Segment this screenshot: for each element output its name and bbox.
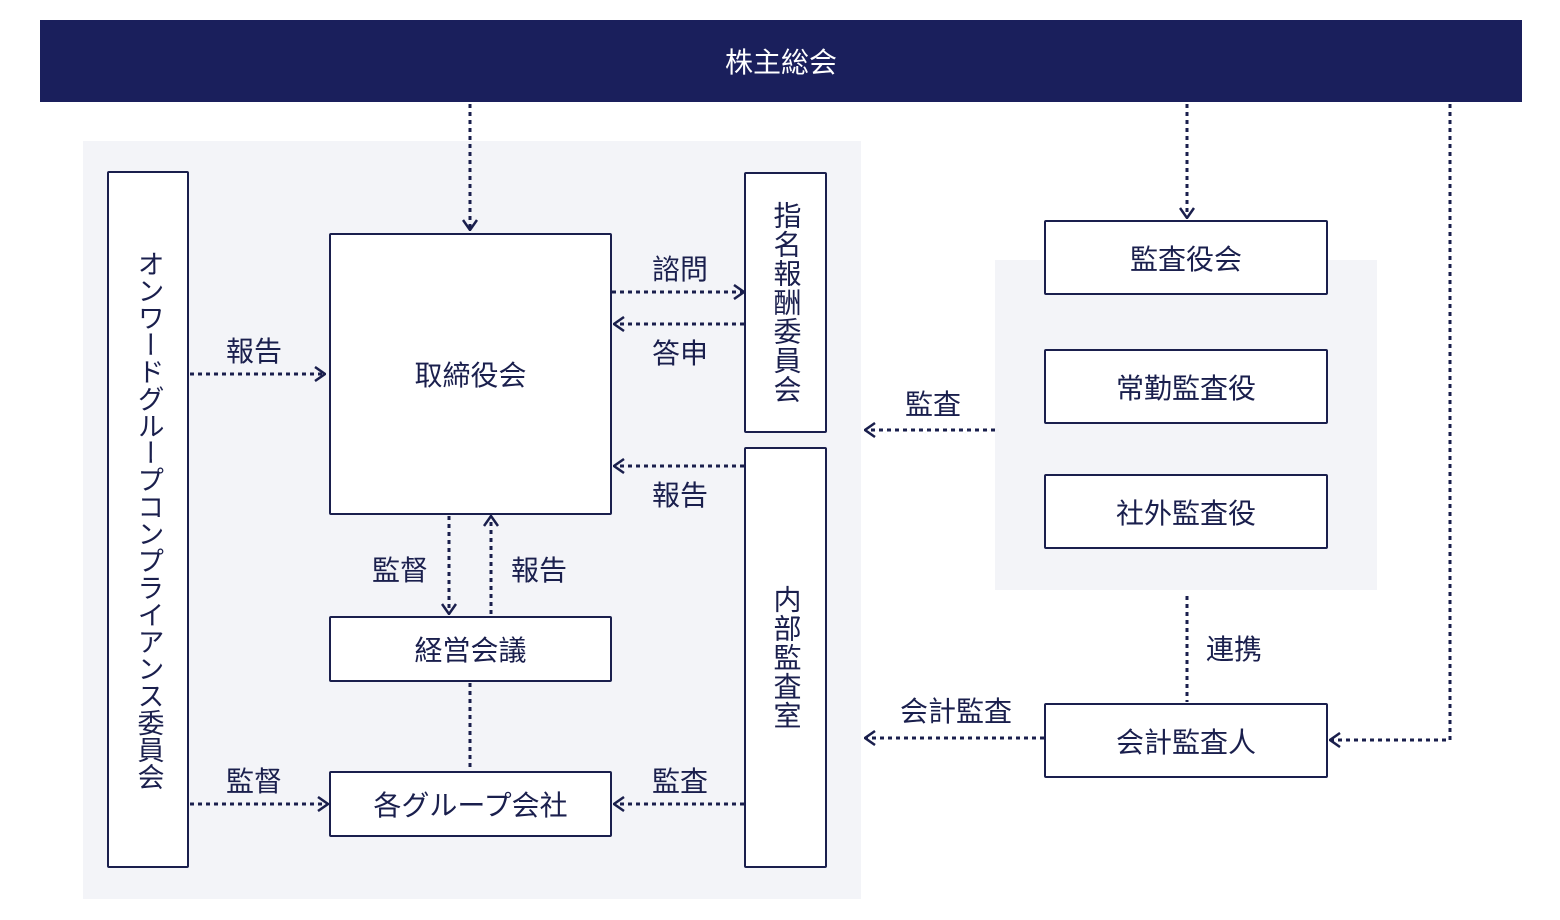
accounting-auditor-box: 会計監査人 <box>1044 703 1328 778</box>
compliance-committee-box: オンワードグループコンプライアンス委員会 <box>107 171 189 868</box>
label-report-compliance: 報告 <box>226 335 283 368</box>
fulltime-auditor-box: 常勤監査役 <box>1044 349 1328 424</box>
internal-audit-box: 内部監査室 <box>744 447 827 868</box>
nomination-committee-box: 指名報酬委員会 <box>744 172 827 433</box>
group-companies-label: 各グループ会社 <box>373 789 568 822</box>
fulltime-auditor-label: 常勤監査役 <box>1115 371 1256 405</box>
label-audit-group: 監査 <box>652 765 709 798</box>
shareholders-meeting-label: 株主総会 <box>724 46 837 79</box>
outside-auditor-label: 社外監査役 <box>1115 496 1256 530</box>
label-supervise-mgmt: 監督 <box>372 554 429 587</box>
compliance-committee-label: オンワードグループコンプライアンス委員会 <box>132 249 164 790</box>
accounting-auditor-label: 会計監査人 <box>1115 725 1256 759</box>
management-meeting-box: 経営会議 <box>329 616 612 682</box>
label-supervise-group: 監督 <box>226 765 283 798</box>
label-cooperation: 連携 <box>1206 633 1263 666</box>
nomination-committee-label: 指名報酬委員会 <box>769 201 803 404</box>
outside-auditor-box: 社外監査役 <box>1044 474 1328 549</box>
audit-board-label: 監査役会 <box>1129 242 1242 276</box>
label-audit-auditors: 監査 <box>905 388 962 421</box>
group-companies-box: 各グループ会社 <box>329 771 612 837</box>
audit-board-box: 監査役会 <box>1044 220 1328 295</box>
management-meeting-label: 経営会議 <box>414 634 527 667</box>
board-of-directors-box: 取締役会 <box>329 233 612 515</box>
label-consult: 諮問 <box>652 253 709 286</box>
board-of-directors-label: 取締役会 <box>414 359 527 392</box>
label-report-mgmt: 報告 <box>511 554 568 587</box>
arrow-shareholders-to-accounting-auditor <box>1330 104 1452 740</box>
label-reply: 答申 <box>652 337 709 370</box>
internal-audit-label: 内部監査室 <box>769 585 803 730</box>
label-report-internal: 報告 <box>652 479 709 512</box>
label-accounting-audit: 会計監査 <box>900 695 1013 728</box>
shareholders-meeting-banner: 株主総会 <box>40 20 1522 102</box>
